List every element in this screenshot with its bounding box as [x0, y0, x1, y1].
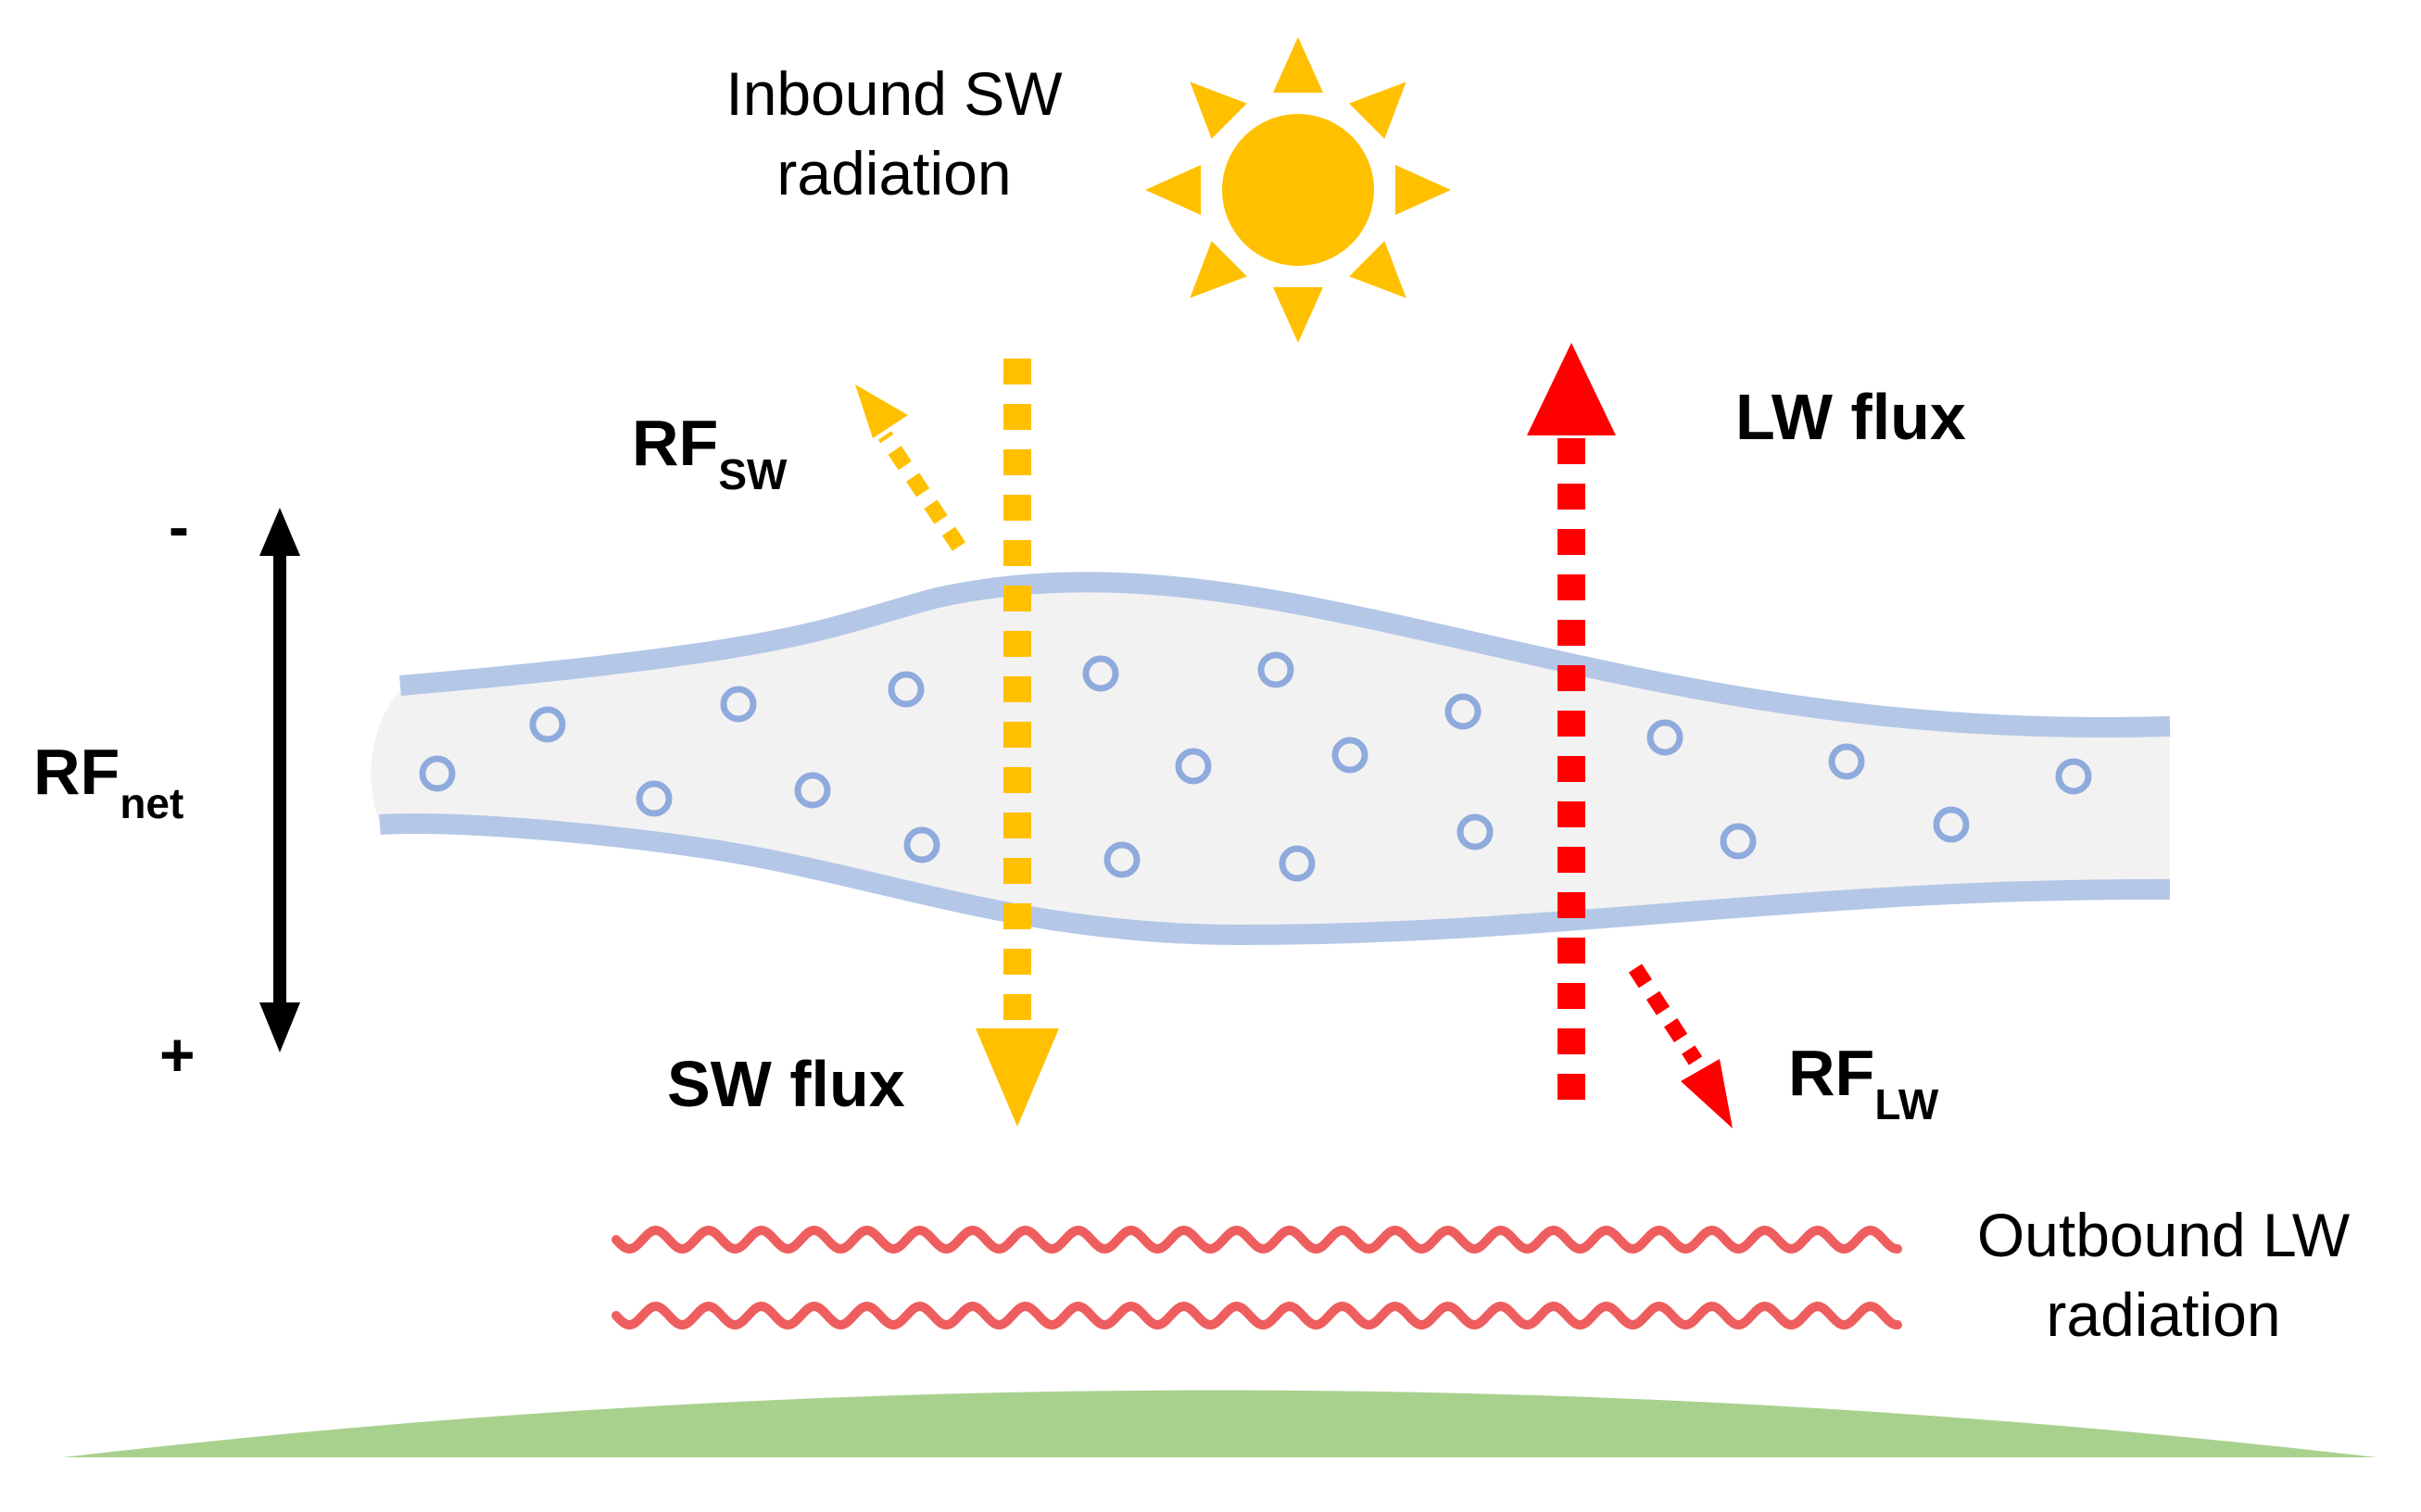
cloud-droplet-icon	[1720, 823, 1757, 860]
rf-sw-main: RF	[632, 407, 719, 479]
cloud-droplet-icon	[1456, 813, 1494, 850]
cloud-droplet-icon	[1933, 806, 1970, 843]
cloud-droplets	[419, 651, 2092, 882]
sun-ray	[1273, 37, 1323, 93]
rf-net-label: RFnet	[33, 735, 183, 827]
cloud-droplet-icon	[1175, 748, 1212, 785]
rf-net-minus-sign: -	[169, 492, 189, 561]
sun-icon	[1145, 37, 1451, 343]
cloud-droplet-icon	[1279, 845, 1316, 882]
outbound-lw-label: Outbound LW radiation	[1976, 1201, 2351, 1349]
cloud-droplet-icon	[636, 780, 673, 817]
cloud-droplet-icon	[2055, 758, 2092, 795]
rf-sw-arrow	[855, 384, 966, 551]
cloud-body	[371, 582, 2170, 936]
sun-ray	[1395, 165, 1451, 215]
rf-lw-arrow	[1628, 964, 1733, 1128]
rf-net-plus-sign: +	[159, 1020, 195, 1089]
lw-flux-label: LW flux	[1735, 381, 1966, 453]
wavy-line-icon	[612, 1301, 1902, 1330]
cloud-droplet-icon	[903, 826, 940, 863]
cloud-droplet-icon	[1082, 655, 1119, 692]
sun-ray	[1349, 82, 1406, 139]
cloud-droplet-icon	[1828, 743, 1865, 780]
sw-flux-label: SW flux	[667, 1048, 905, 1120]
cloud-droplet-icon	[720, 686, 757, 723]
cloud-droplet-icon	[1103, 841, 1141, 878]
rf-lw-label: RFLW	[1788, 1036, 1938, 1128]
cloud-droplet-icon	[888, 671, 925, 708]
outbound-lw-waves	[612, 1225, 1902, 1330]
sun-ray	[1190, 241, 1247, 298]
cloud-droplet-icon	[1646, 719, 1683, 756]
sun-ray	[1190, 82, 1247, 139]
rf-sw-label: RFSW	[632, 406, 787, 498]
cloud-top-edge	[399, 572, 2171, 737]
rf-net-sub: net	[120, 779, 184, 827]
lw-flux-arrow	[1527, 343, 1616, 1116]
rf-net-axis-arrow	[259, 508, 300, 1052]
wavy-line-icon	[612, 1225, 1902, 1254]
cloud-droplet-icon	[1444, 693, 1482, 730]
sun-ray	[1273, 287, 1323, 343]
cloud-droplet-icon	[419, 755, 456, 792]
ground-surface	[63, 1390, 2377, 1457]
inbound-sw-label: Inbound SW radiation	[725, 59, 1063, 208]
rf-lw-sub: LW	[1874, 1080, 1939, 1128]
cloud-droplet-icon	[794, 772, 831, 809]
cloud-bottom-edge	[379, 813, 2171, 946]
cloud-droplet-icon	[529, 706, 566, 743]
rf-net-main: RF	[33, 736, 120, 808]
cloud-droplet-icon	[1331, 737, 1368, 774]
rf-sw-sub: SW	[718, 450, 788, 498]
sun-ray	[1349, 241, 1406, 298]
sun-ray	[1145, 165, 1201, 215]
cloud-layer	[371, 572, 2171, 946]
sw-flux-arrow	[976, 359, 1059, 1127]
rf-lw-main: RF	[1788, 1037, 1875, 1109]
cloud-droplet-icon	[1257, 651, 1294, 688]
